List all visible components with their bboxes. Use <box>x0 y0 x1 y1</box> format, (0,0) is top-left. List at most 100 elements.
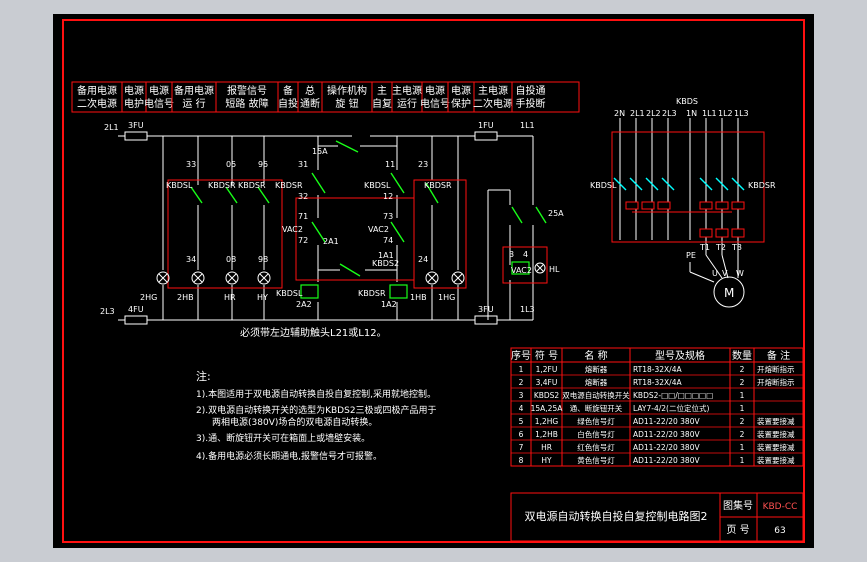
header-cell-top: 操作机构 <box>327 84 367 97</box>
label-kbdsr-3: KBDSR <box>275 181 303 190</box>
parts-table-grid <box>510 347 804 542</box>
parts-cell: 15A,25A <box>531 404 564 413</box>
header-cell-top: 备 <box>283 84 293 97</box>
header-cell-bottom: 保护 <box>451 97 471 110</box>
header-cell-top: 自投通 <box>516 84 546 97</box>
label-motor: M <box>724 286 734 300</box>
label-kbds-top: KBDS <box>676 97 698 106</box>
label-n2a2: 2A2 <box>296 300 312 309</box>
label-n71: 71 <box>298 212 308 221</box>
label-hg1: 1HG <box>438 293 455 302</box>
label-w: W <box>736 269 744 278</box>
label-n32: 32 <box>298 192 308 201</box>
page-number: 63 <box>774 526 785 536</box>
drawing-title: 双电源自动转换自投自复控制电路图2 <box>525 509 708 523</box>
label-fu-bot-left: 4FU <box>128 305 144 314</box>
label-pe: PE <box>686 251 696 260</box>
label-kbdsr-4: KBDSR <box>424 181 452 190</box>
parts-cell: RT18-32X/4A <box>633 378 682 387</box>
parts-cell: 装置要接减 <box>757 442 795 452</box>
parts-cell: 7 <box>519 443 524 452</box>
label-kbdsl-r: KBDSL <box>590 181 617 190</box>
parts-cell: 开熔断指示 <box>757 377 795 387</box>
parts-cell: 1,2HB <box>535 430 558 439</box>
header-cell-bottom: 自复 <box>372 97 392 110</box>
parts-cell: 开熔断指示 <box>757 364 795 374</box>
label-pole-1n: 1N <box>686 109 697 118</box>
note-line: 3).通、断旋钮开关可在箱面上或墙壁安装。 <box>196 432 370 444</box>
note-line: 1).本图适用于双电源自动转换自投自复控制,采用就地控制。 <box>196 388 436 400</box>
switch-enclosure <box>611 131 765 243</box>
header-cell-top: 总 <box>305 84 315 97</box>
parts-cell: 熔断器 <box>585 377 608 387</box>
function-header-table <box>71 81 580 113</box>
header-cell-top: 主 <box>377 85 387 97</box>
parts-cell: 4 <box>519 404 524 413</box>
notes-block: 注: 1).本图适用于双电源自动转换自投自复控制,采用就地控制。2).双电源自动… <box>196 369 437 462</box>
label-n2a1: 2A1 <box>323 237 339 246</box>
parts-cell: 1 <box>740 391 745 400</box>
label-hb2: 2HB <box>177 293 194 302</box>
label-n74: 74 <box>383 236 393 245</box>
header-cell-bottom: 手投断 <box>516 97 546 110</box>
label-hy: HY <box>257 293 268 302</box>
label-vac2-1: VAC2 <box>282 225 303 234</box>
terminal-blocks <box>625 201 745 238</box>
label-pole-2l1: 2L1 <box>630 109 645 118</box>
interlock-boxes <box>167 179 548 289</box>
note-line: 两相电源(380V)场合的双电源自动转换。 <box>212 416 377 428</box>
parts-cell: 1 <box>740 443 745 452</box>
parts-cell: 3,4FU <box>536 378 558 387</box>
header-cell-bottom: 电信号 <box>420 97 450 110</box>
parts-header: 序号 <box>511 349 531 362</box>
label-n1a2: 1A2 <box>381 300 397 309</box>
parts-cell: AD11-22/20 380V <box>633 430 700 439</box>
parts-cell: AD11-22/20 380V <box>633 443 700 452</box>
parts-cell: AD11-22/20 380V <box>633 417 700 426</box>
label-t1: T1 <box>699 243 710 252</box>
page-label: 页 号 <box>726 524 749 536</box>
label-n12: 12 <box>383 192 393 201</box>
parts-cell: 1,2HG <box>535 417 559 426</box>
label-kbdsr-5: KBDSR <box>358 289 386 298</box>
header-cell-bottom: 旋 钮 <box>335 97 358 110</box>
notes-lines: 1).本图适用于双电源自动转换自投自复控制,采用就地控制。 2).双电源自动转换开… <box>196 388 437 462</box>
label-n1a1: 1A1 <box>378 251 394 260</box>
parts-cell: RT18-32X/4A <box>633 365 682 374</box>
label-n73: 73 <box>383 212 393 221</box>
header-cell-bottom: 运 行 <box>182 97 205 110</box>
parts-cell: 2 <box>740 365 745 374</box>
label-pole-1l3: 1L3 <box>734 109 749 118</box>
label-kbdsr-1: KBDSR <box>208 181 236 190</box>
label-kbdsl-1: KBDSL <box>166 181 193 190</box>
label-kbdsl-2: KBDSL <box>364 181 391 190</box>
drawing-sheet <box>53 14 814 548</box>
label-u: U <box>712 269 718 278</box>
header-cell-bottom: 电护 <box>124 97 144 110</box>
label-n95: 95 <box>258 160 268 169</box>
label-fu-top-right: 1FU <box>478 121 494 130</box>
label-n34: 34 <box>186 255 196 264</box>
parts-cell: 黄色信号灯 <box>577 455 615 465</box>
label-hg2: 2HG <box>140 293 157 302</box>
label-n33: 33 <box>186 160 196 169</box>
label-n23: 23 <box>418 160 428 169</box>
parts-header: 型号及规格 <box>655 349 705 362</box>
label-pole-1l2: 1L2 <box>718 109 733 118</box>
note-line: 2).双电源自动转换开关的选型为KBDS2三极或四极产品用于 <box>196 404 437 416</box>
note-line: 4).备用电源必须长期通电,报警信号才可报警。 <box>196 450 382 462</box>
header-cell-top: 主电源 <box>478 84 508 97</box>
header-cell-top: 报警信号 <box>227 84 267 97</box>
parts-header: 符 号 <box>535 349 558 362</box>
label-caption: 必须带左边辅助触头L21或L12。 <box>240 326 387 339</box>
label-t3: T3 <box>731 243 742 252</box>
label-kbds2: KBDS2 <box>372 259 399 268</box>
label-fu-top-left: 3FU <box>128 121 144 130</box>
control-wiring <box>118 131 534 325</box>
parts-cell: AD11-22/20 380V <box>633 456 700 465</box>
label-hl: HL <box>549 265 560 274</box>
label-vac2-2: VAC2 <box>368 225 389 234</box>
